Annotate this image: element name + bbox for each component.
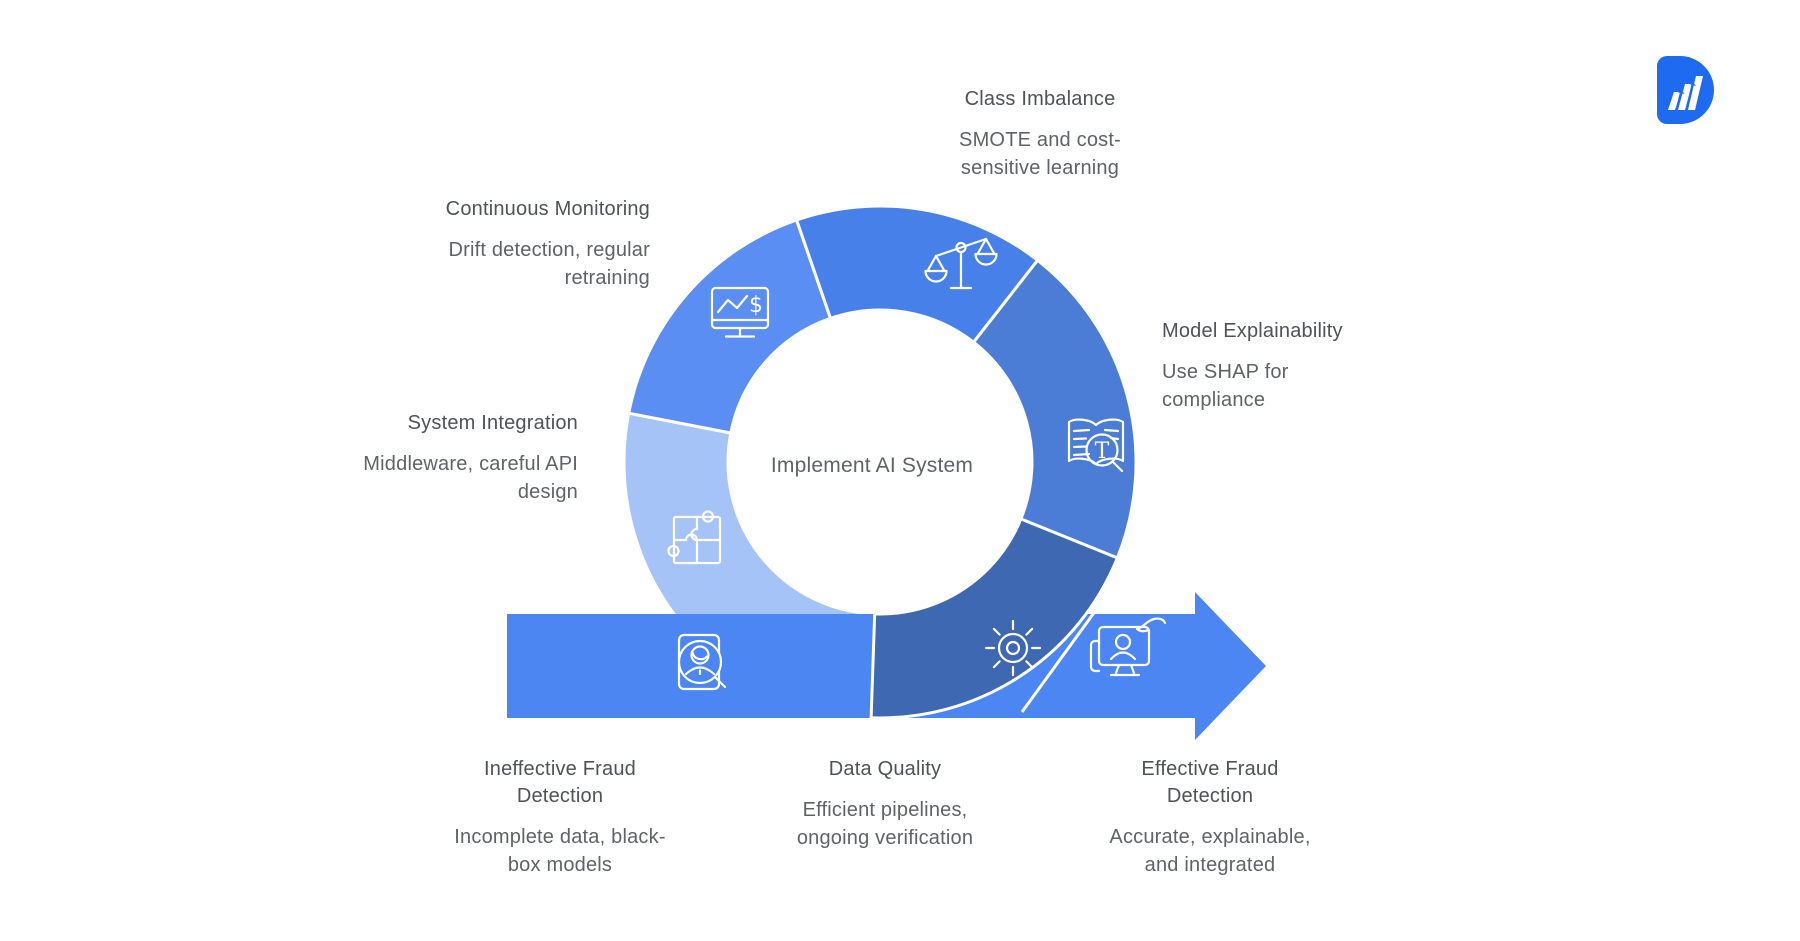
step-description: Use SHAP for compliance — [1162, 361, 1289, 411]
band-cut-line — [1020, 587, 1114, 713]
step-description: Middleware, careful API design — [363, 453, 578, 503]
growth-bars-logo-icon — [1655, 54, 1727, 131]
segment-model-explainability — [972, 258, 1138, 560]
step-label-system-integration: System Integration Middleware, careful A… — [318, 410, 578, 506]
step-description: Drift detection, regular retraining — [448, 239, 650, 289]
step-label-model-explainability: Model Explainability Use SHAP for compli… — [1162, 318, 1343, 414]
step-label-class-imbalance: Class Imbalance SMOTE and cost-sensitive… — [928, 86, 1153, 182]
center-label: Implement AI System — [770, 454, 974, 477]
step-title: Ineffective Fraud Detection — [483, 758, 636, 807]
step-title: Class Imbalance — [964, 88, 1116, 110]
step-label-continuous-monitoring: Continuous Monitoring Drift detection, r… — [390, 196, 650, 292]
step-description: Incomplete data, black-box models — [454, 826, 666, 876]
step-title: Data Quality — [828, 758, 942, 780]
step-description: Efficient pipelines, ongoing verificatio… — [796, 799, 974, 849]
step-title: Effective Fraud Detection — [1141, 758, 1279, 807]
step-description: SMOTE and cost-sensitive learning — [959, 129, 1121, 179]
segment-continuous-monitoring — [627, 218, 832, 435]
step-label-data-quality: Data Quality Efficient pipelines, ongoin… — [775, 756, 995, 852]
segment-data-quality — [869, 517, 1119, 720]
step-description: Accurate, explainable, and integrated — [1109, 826, 1311, 876]
step-title: Model Explainability — [1162, 320, 1343, 342]
step-title: System Integration — [407, 412, 578, 434]
step-label-effective-fraud-detection: Effective Fraud Detection Accurate, expl… — [1103, 756, 1318, 879]
step-label-ineffective-fraud-detection: Ineffective Fraud Detection Incomplete d… — [443, 756, 678, 879]
step-title: Continuous Monitoring — [445, 198, 650, 220]
